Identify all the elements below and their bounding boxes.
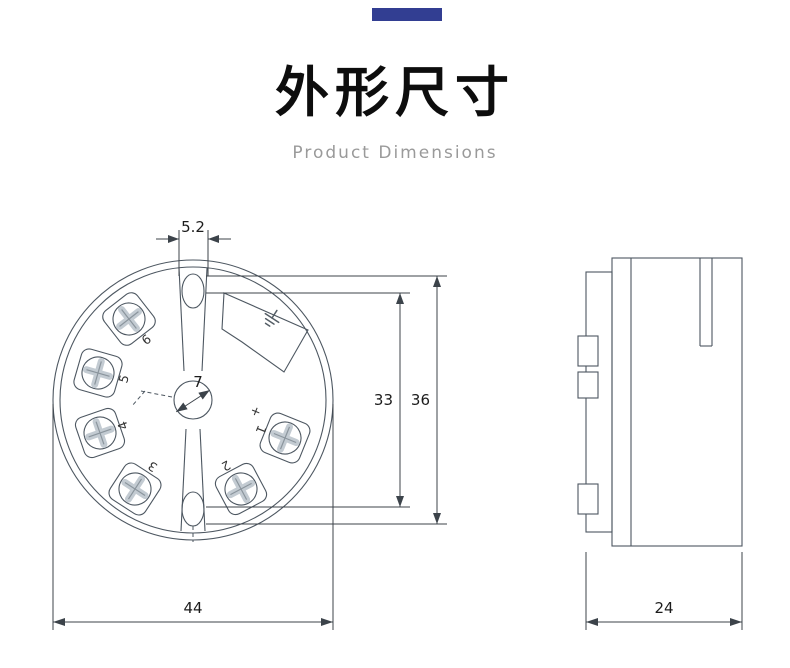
terminal-label-3: 3 bbox=[145, 458, 160, 475]
dim-body-height-label: 36 bbox=[411, 391, 430, 409]
construction-lines bbox=[131, 390, 194, 542]
terminal-label-5: 5 bbox=[115, 373, 132, 385]
dim-center-hole-label: 7 bbox=[193, 373, 203, 391]
top-view: 1 2 3 4 5 6 + 7 5.2 bbox=[52, 218, 447, 630]
page-title: 外形尺寸 bbox=[275, 61, 515, 124]
side-keyway bbox=[699, 258, 713, 347]
ground-icon bbox=[264, 309, 280, 327]
dim-side-width: 24 bbox=[585, 552, 743, 630]
label-plate bbox=[221, 292, 309, 373]
dim-body-height: 36 bbox=[206, 275, 447, 525]
terminal-6 bbox=[102, 292, 156, 346]
dim-diameter: 44 bbox=[52, 404, 334, 630]
side-flange bbox=[585, 271, 613, 533]
bottom-mounting-slot bbox=[181, 491, 205, 527]
terminal-5 bbox=[73, 348, 123, 398]
terminal-label-6: 6 bbox=[138, 331, 154, 348]
accent-bar bbox=[372, 8, 442, 21]
terminal-1 bbox=[259, 412, 311, 464]
side-clamp-steps bbox=[577, 335, 599, 515]
terminal-2 bbox=[214, 462, 268, 516]
housing-contours bbox=[178, 267, 208, 532]
dim-slot-width: 5.2 bbox=[156, 218, 231, 276]
top-mounting-slot bbox=[181, 273, 205, 309]
dim-hole-spacing-label: 33 bbox=[374, 391, 393, 409]
side-view: 24 bbox=[577, 257, 743, 630]
terminal-label-2: 2 bbox=[219, 457, 233, 474]
dim-side-width-label: 24 bbox=[654, 599, 673, 617]
polarity-plus-label: + bbox=[247, 404, 265, 419]
dim-hole-spacing: 33 bbox=[206, 292, 410, 508]
dim-slot-width-label: 5.2 bbox=[181, 218, 205, 236]
terminal-4 bbox=[74, 407, 126, 459]
terminal-3 bbox=[108, 462, 162, 516]
dim-center-hole: 7 bbox=[175, 373, 211, 413]
dim-diameter-label: 44 bbox=[183, 599, 202, 617]
page-subtitle: Product Dimensions bbox=[292, 143, 498, 163]
